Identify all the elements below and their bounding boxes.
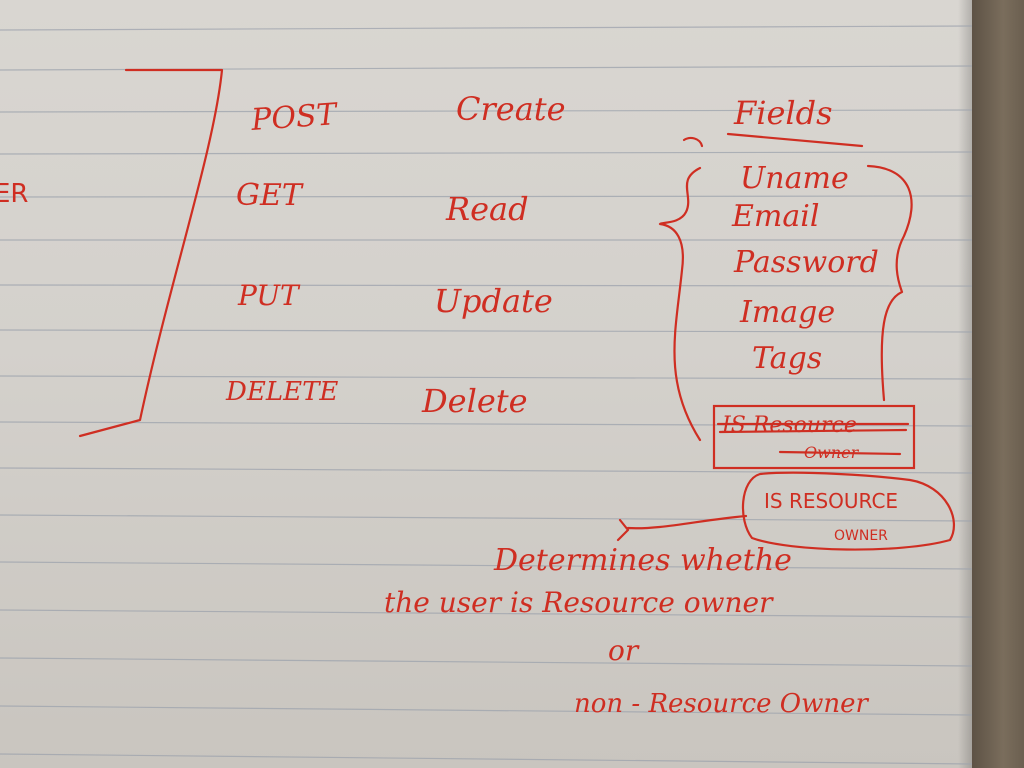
- method-put: PUT: [237, 279, 301, 312]
- operation-create: Create: [456, 90, 566, 128]
- strikethrough-lines: [716, 422, 910, 456]
- desk-background: [972, 0, 1024, 768]
- field-email: Email: [731, 199, 819, 234]
- crossed-out-line-1: IS Resource: [721, 413, 857, 438]
- methods-bracket: [78, 68, 224, 438]
- field-password: Password: [733, 245, 879, 280]
- right-curly-brace: [866, 164, 913, 402]
- note-line-4: non - Resource Owner: [574, 689, 870, 719]
- field-image: Image: [739, 295, 835, 330]
- field-uname: Uname: [740, 161, 849, 196]
- operation-read: Read: [445, 190, 529, 228]
- note-line-3: or: [608, 634, 640, 667]
- left-fragment-text: ER: [0, 179, 29, 209]
- field-tags: Tags: [752, 341, 822, 376]
- left-curly-brace: [658, 166, 702, 442]
- circled-field: IS RESOURCE OWNER: [741, 471, 956, 551]
- fields-underline: [726, 132, 864, 148]
- circled-field-line-2: OWNER: [834, 528, 888, 544]
- circled-field-line-1: IS RESOURCE: [764, 489, 898, 513]
- ruled-lines: [0, 25, 973, 765]
- operation-update: Update: [434, 282, 553, 320]
- notebook-page: [0, 0, 972, 768]
- fields-heading: Fields: [733, 94, 833, 132]
- method-get: GET: [236, 178, 304, 213]
- operation-delete: Delete: [421, 382, 528, 420]
- brace-hook: [682, 136, 704, 148]
- circle-outline: [741, 471, 956, 551]
- page-edge-shadow: [958, 0, 972, 768]
- method-post: POST: [249, 97, 340, 138]
- note-line-2: the user is Resource owner: [384, 586, 774, 619]
- method-delete: DELETE: [225, 377, 338, 407]
- pointer-arrow: [616, 514, 748, 542]
- crossed-out-box: [712, 404, 916, 470]
- note-line-1: Determines whethe: [493, 543, 792, 578]
- crossed-out-entry: IS Resource Owner: [712, 404, 916, 470]
